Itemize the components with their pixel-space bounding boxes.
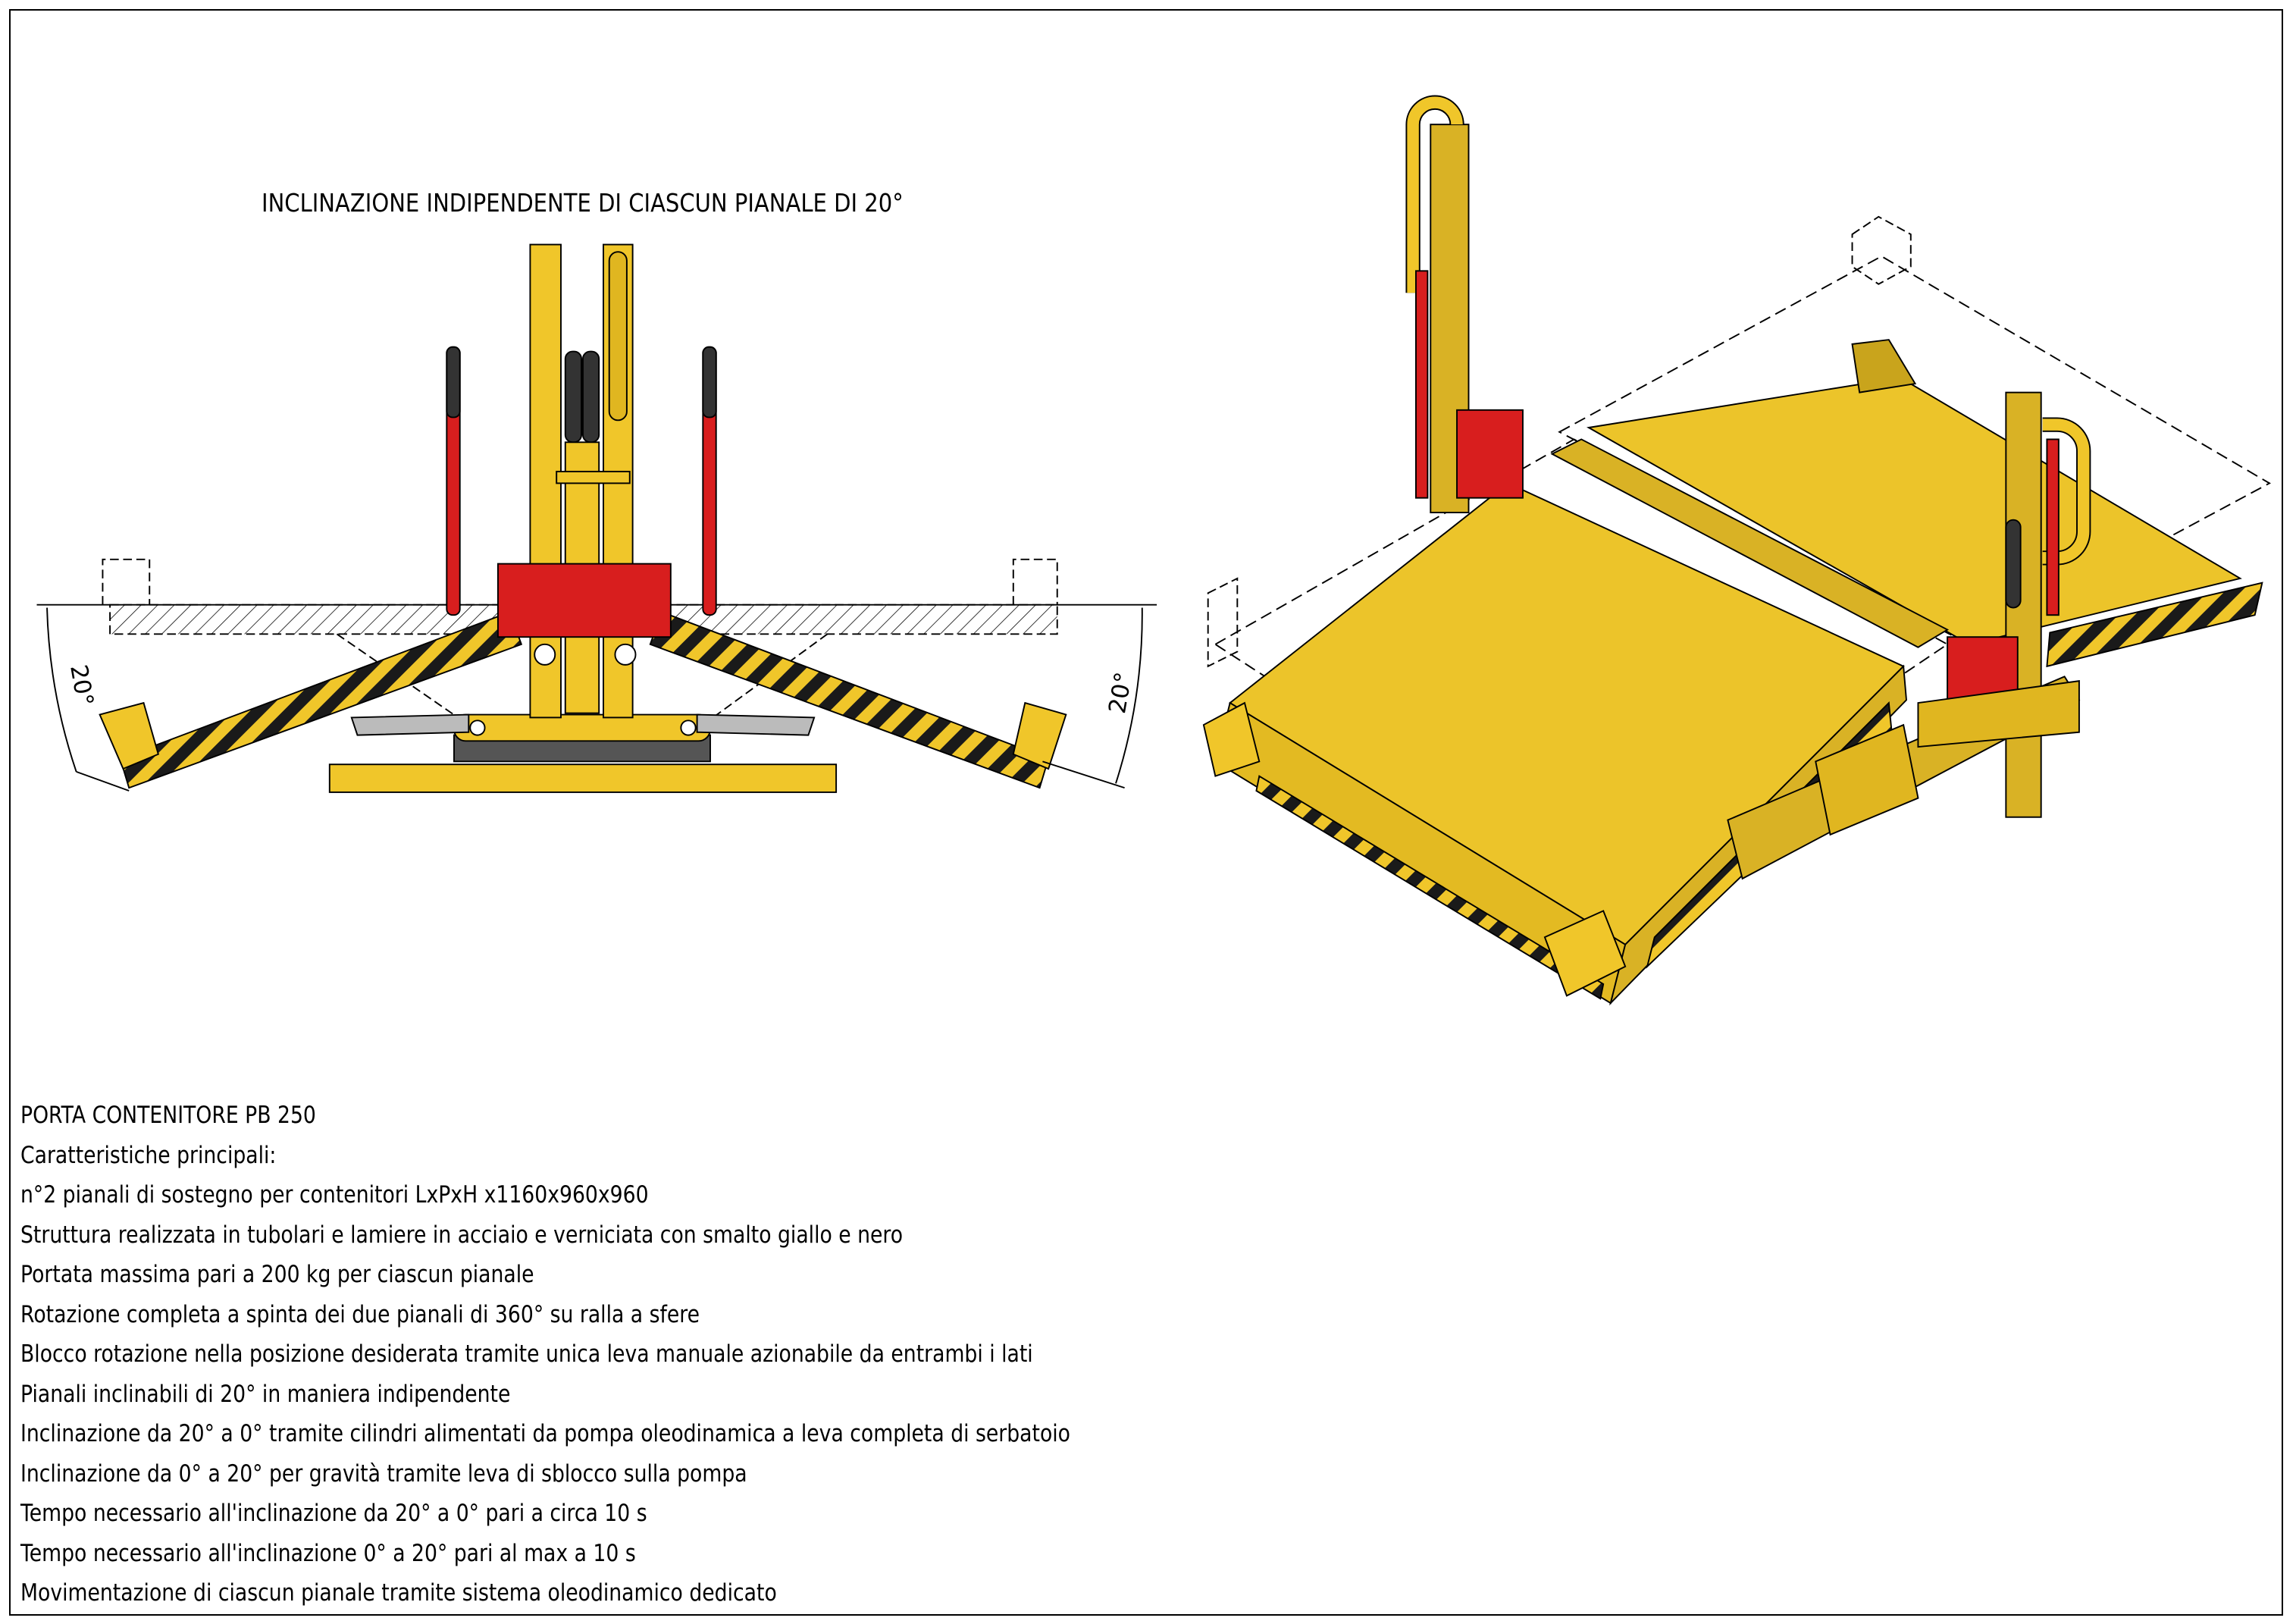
product-name: PORTA CONTENITORE PB 250 [20, 1102, 316, 1129]
drawing-title: INCLINAZIONE INDIPENDENTE DI CIASCUN PIA… [262, 188, 904, 218]
platform-end-right [1012, 701, 1067, 770]
angle-label-left: 20° [64, 663, 99, 708]
platform-end-left [99, 701, 159, 770]
spec-item: Pianali inclinabili di 20° in maniera in… [20, 1380, 511, 1408]
angle-dimension-left [46, 607, 77, 773]
base-plate [328, 763, 838, 793]
spec-item: Tempo necessario all'inclinazione 0° a 2… [20, 1539, 636, 1567]
elevation-view: 20° 20° [36, 243, 1157, 793]
specs-subheading: Caratteristiche principali: [20, 1141, 277, 1169]
angle-label-right: 20° [1104, 670, 1138, 716]
spec-item: Blocco rotazione nella posizione desider… [20, 1340, 1033, 1368]
front-platform [1228, 482, 1905, 946]
container-outline-right [1012, 558, 1058, 605]
cylinder-body-black [564, 350, 582, 444]
container-outline-left [102, 558, 151, 605]
back-platform [1587, 377, 2242, 645]
angle-dimension-right [1115, 607, 1143, 784]
post-right [2005, 391, 2042, 818]
hydraulic-pump-block [496, 563, 672, 638]
spec-item: Rotazione completa a spinta dei due pian… [20, 1300, 700, 1328]
spec-item: Inclinazione da 0° a 20° per gravità tra… [20, 1459, 747, 1488]
spec-item: Inclinazione da 20° a 0° tramite cilindr… [20, 1420, 1071, 1447]
spec-item: n°2 pianali di sostegno per contenitori … [20, 1181, 649, 1209]
drawing-frame [9, 9, 2283, 1616]
spec-item: Portata massima pari a 200 kg per ciascu… [20, 1261, 534, 1288]
spec-item: Tempo necessario all'inclinazione da 20°… [20, 1500, 647, 1527]
linkage-bar [453, 713, 711, 742]
isometric-view [1202, 95, 2271, 1006]
pump-box-left [1456, 409, 1524, 499]
cylinder-right [696, 713, 816, 736]
tilted-platform-left [119, 611, 523, 789]
cylinder-left [350, 713, 470, 736]
specifications-list: PORTA CONTENITORE PB 250 Caratteristiche… [20, 1096, 1241, 1613]
spec-item: Struttura realizzata in tubolari e lamie… [20, 1221, 904, 1249]
spec-item: Movimentazione di ciascun pianale tramit… [20, 1579, 777, 1607]
